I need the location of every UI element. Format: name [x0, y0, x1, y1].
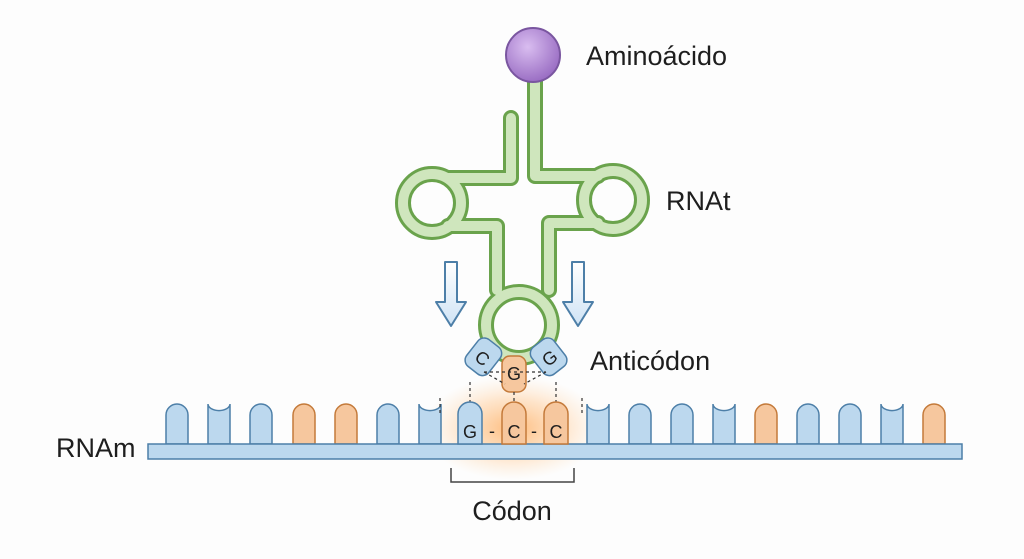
mrna-base: [586, 403, 610, 445]
codon-bond-2: -: [531, 421, 537, 441]
codon-base-3-letter: C: [550, 422, 563, 442]
codon-bond-1: -: [489, 421, 495, 441]
codon-base-1-letter: G: [463, 422, 477, 442]
mrna-base: [670, 403, 694, 445]
codon-base-2-letter: C: [508, 422, 521, 442]
label-codon: Códon: [472, 496, 552, 526]
codon-bracket: [450, 468, 575, 483]
mrna-base: [207, 403, 231, 445]
mrna-bases: [165, 403, 946, 445]
label-amino-acid: Aminoácido: [586, 41, 727, 71]
mrna-base: [922, 403, 946, 445]
mrna-base: [165, 403, 189, 445]
mrna-base: [249, 403, 273, 445]
mrna-base: [418, 403, 442, 445]
mrna-base: [880, 403, 904, 445]
arrow-down-right-icon: [562, 261, 594, 327]
mrna-base: [628, 403, 652, 445]
mrna-base: [712, 403, 736, 445]
arrow-down-left-icon: [435, 261, 467, 327]
anticodon-bases: C G G: [464, 337, 568, 393]
codon-bases: G - C - C: [457, 401, 569, 445]
codon-base-2: C: [501, 401, 527, 445]
anticodon-base-3: G: [529, 337, 568, 377]
mrna-base: [796, 403, 820, 445]
label-trna: RNAt: [666, 186, 731, 216]
label-mrna: RNAm: [56, 433, 136, 463]
amino-acid-sphere: [505, 27, 561, 83]
mrna-base: [754, 403, 778, 445]
anticodon-base-2-letter: G: [507, 364, 521, 384]
mrna-base: [334, 403, 358, 445]
label-anticodon: Anticódon: [590, 346, 710, 376]
mrna-base: [838, 403, 862, 445]
trna-molecule: [395, 66, 650, 366]
mrna-base: [292, 403, 316, 445]
anticodon-base-2: G: [501, 355, 527, 393]
mrna-strand: [147, 443, 963, 460]
anticodon-base-1: C: [464, 337, 503, 377]
codon-base-3: C: [543, 401, 569, 445]
codon-base-1: G: [457, 401, 483, 445]
mrna-base: [376, 403, 400, 445]
